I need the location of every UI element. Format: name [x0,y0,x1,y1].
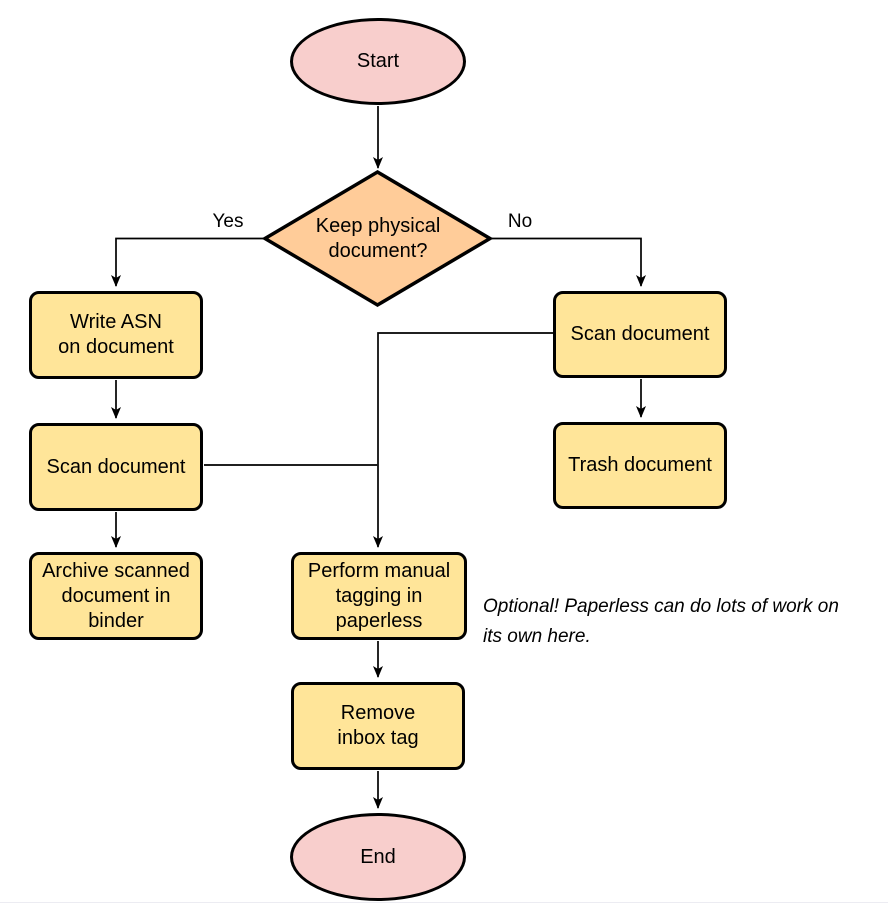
node-scan-document-left: Scan document [29,423,203,511]
edge-decision-no-to-scan-right [490,237,646,287]
edge-scan-right-to-tagging [373,332,553,548]
decision-diamond-shape [261,169,494,308]
node-write-asn: Write ASN on document [29,291,203,379]
node-scan-document-right: Scan document [553,291,727,378]
node-start: Start [290,18,466,105]
node-decision-label: Keep physical document? [315,215,441,262]
node-end: End [290,813,466,901]
node-trash-document: Trash document [553,422,727,509]
node-archive-binder-label: Archive scanned document in binder [42,559,190,632]
annotation-optional-note: Optional! Paperless can do lots of work … [483,596,839,647]
node-manual-tagging-label: Perform manual tagging in paperless [307,559,451,632]
node-manual-tagging: Perform manual tagging in paperless [291,552,467,640]
node-scan-document-right-label: Scan document [570,323,710,345]
node-decision: Keep physical document? [283,212,473,266]
node-trash-document-label: Trash document [568,454,712,476]
node-remove-inbox-tag-label: Remove inbox tag [337,702,419,749]
node-write-asn-label: Write ASN on document [58,311,174,358]
edge-label-yes: Yes [212,211,244,232]
node-archive-binder: Archive scanned document in binder [29,552,203,640]
edge-label-no: No [507,211,533,232]
node-scan-document-left-label: Scan document [46,455,186,478]
bottom-divider [0,902,888,903]
edge-decision-yes-to-write-asn [111,237,265,287]
node-remove-inbox-tag: Remove inbox tag [291,682,465,770]
node-start-label: Start [356,50,400,72]
node-end-label: End [360,845,396,868]
